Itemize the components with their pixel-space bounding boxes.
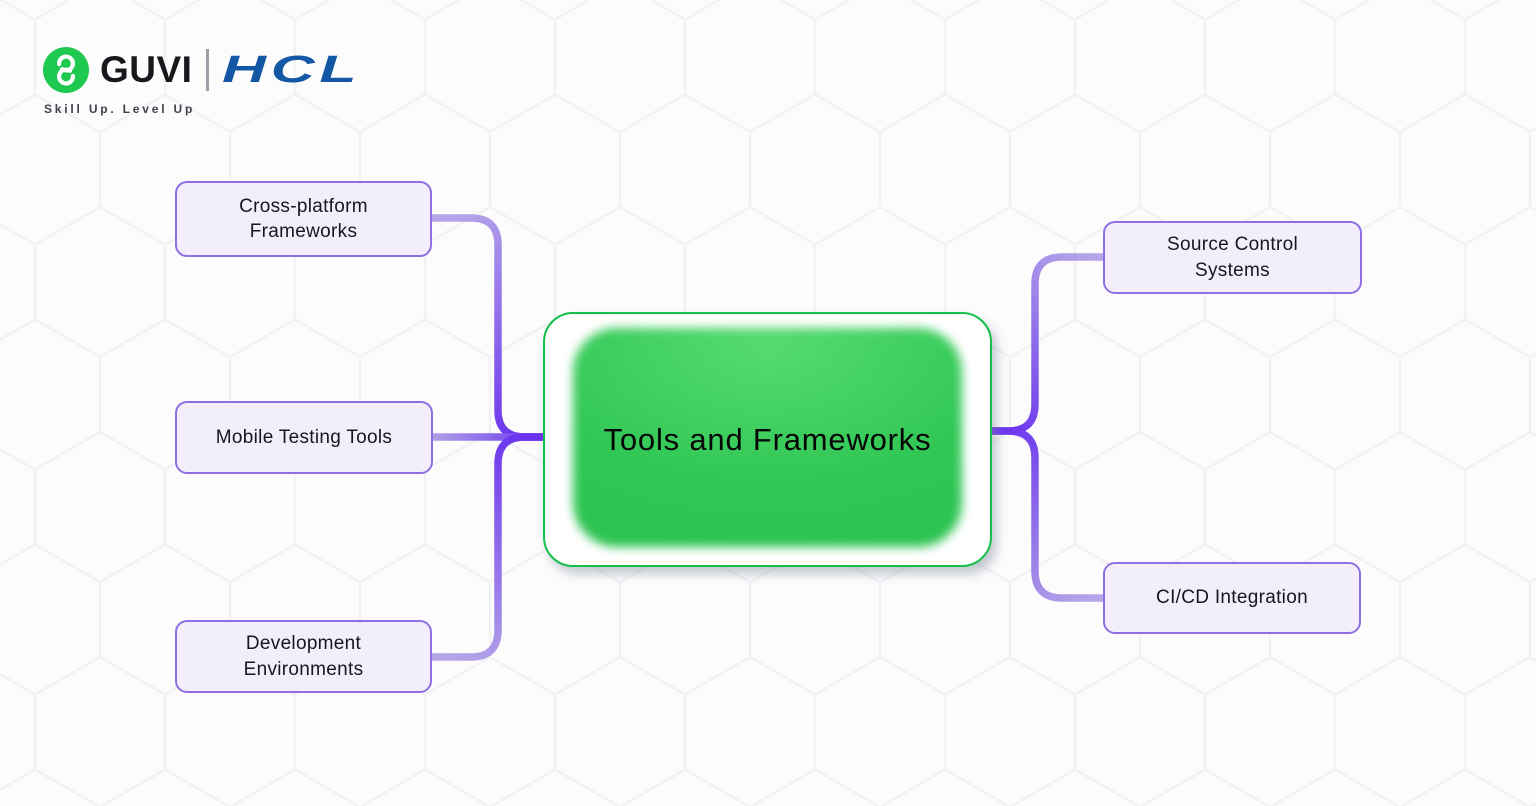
hcl-logo: HCL [222,49,394,92]
guvi-logo-text: GUVI [100,49,193,90]
node-mobile-testing-tools: Mobile Testing Tools [175,401,433,474]
node-cicd-integration: CI/CD Integration [1103,562,1361,634]
node-label: Cross-platform Frameworks [239,195,368,242]
node-cross-platform-frameworks: Cross-platform Frameworks [175,181,432,257]
center-node-green-fill [573,328,962,547]
node-center-tools-and-frameworks: Tools and Frameworks [543,312,992,567]
brand-tagline: Skill Up. Level Up [44,102,196,116]
brand-header: GUVI HCL [43,47,394,93]
connector-right-top [988,253,1107,435]
node-label: Development Environments [243,633,364,680]
center-node-label: Tools and Frameworks [603,421,932,457]
node-label: Mobile Testing Tools [215,426,393,448]
node-label: CI/CD Integration [1156,587,1308,609]
connector-right-bottom [988,427,1107,602]
guvi-logo-icon [43,47,89,93]
node-label: Source Control Systems [1167,234,1298,281]
connector-left-top [428,214,547,441]
node-development-environments: Development Environments [175,620,432,693]
connector-left-bottom [428,433,547,661]
node-source-control-systems: Source Control Systems [1103,221,1362,294]
brand-divider [206,49,210,91]
hcl-logo-text: HCL [222,48,362,91]
